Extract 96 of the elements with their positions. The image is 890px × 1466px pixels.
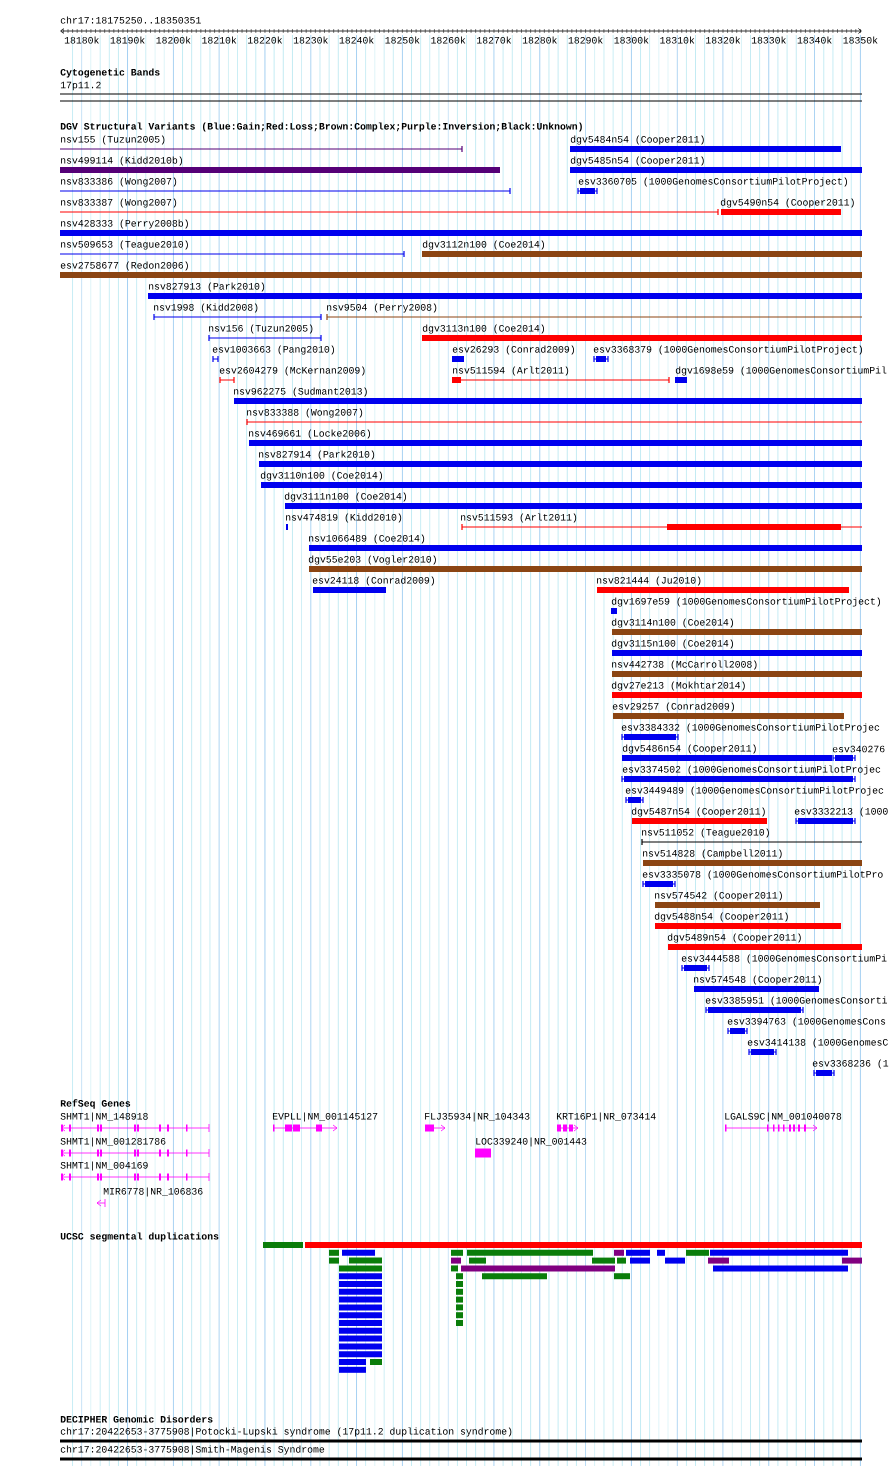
variant-label: nsv511594 (Arlt2011)	[453, 366, 569, 376]
variant-label: dgv5489n54 (Cooper2011)	[667, 933, 801, 943]
variant-label: esv3360705 (1000GenomesConsortiumPilotProject)	[578, 177, 848, 187]
tick-label: 18240k	[339, 36, 374, 44]
variant-label: nsv833388 (Wong2007)	[247, 408, 363, 418]
variant-label: esv340276	[832, 745, 885, 753]
variant-label: nsv962275 (Sudmant2013)	[234, 387, 367, 397]
variant-label: dgv27e213 (Mokhtar2014)	[611, 681, 745, 691]
variant-label: dgv3115n100 (Coe2014)	[611, 639, 734, 649]
variant-label: esv3385951 (1000GenomesConsorti	[705, 996, 887, 1006]
variant-label: nsv827914 (Park2010)	[259, 450, 375, 460]
tick-label: 18350k	[843, 36, 878, 44]
gene-label: LOC339240|NR_001443	[476, 1137, 587, 1147]
variant-label: nsv833386 (Wong2007)	[61, 177, 177, 187]
variant-label: dgv5485n54 (Cooper2011)	[570, 156, 704, 166]
gene-label: LGALS9C|NM_001040078	[725, 1112, 842, 1122]
variant-label: esv3332213 (1000	[794, 807, 888, 817]
variant-label: esv3414138 (1000GenomesC	[747, 1038, 888, 1048]
variant-label: esv3368379 (1000GenomesConsortiumPilotProject)	[593, 345, 863, 355]
tick-label: 18300k	[614, 36, 649, 44]
variant-label: nsv514828 (Campbell2011)	[643, 849, 782, 859]
tick-label: 18220k	[248, 36, 283, 44]
position-label: chr17:18175250..18350351	[60, 16, 201, 24]
variant-label: esv3384332 (1000GenomesConsortiumPilotProjec	[621, 723, 880, 733]
gene-label: EVPLL|NM_001145127	[272, 1112, 378, 1122]
tick-label: 18260k	[431, 36, 466, 44]
variant-label: esv3374502 (1000GenomesConsortiumPilotProjec	[622, 765, 881, 775]
variant-label: nsv509653 (Teague2010)	[61, 240, 188, 250]
variant-label: nsv156 (Tuzun2005)	[209, 324, 313, 334]
tick-label: 18280k	[522, 36, 557, 44]
gene-label: SHMT1|NM_001281786	[60, 1137, 166, 1147]
variant-label: esv26293 (Conrad2009)	[452, 345, 575, 355]
tick-label: 18340k	[797, 36, 832, 44]
variant-label: dgv5487n54 (Cooper2011)	[631, 807, 765, 817]
variant-label: nsv1066489 (Coe2014)	[309, 534, 425, 544]
variant-label: dgv3111n100 (Coe2014)	[284, 492, 407, 502]
gene-label: FLJ35934|NR_104343	[425, 1112, 530, 1122]
variant-label: dgv3113n100 (Coe2014)	[422, 324, 545, 334]
variant-label: esv29257 (Conrad2009)	[612, 702, 735, 712]
gene-label: SHMT1|NM_004169	[60, 1161, 148, 1171]
variant-label: dgv3114n100 (Coe2014)	[611, 618, 734, 628]
disorder-label: chr17:20422653-3775908|Potocki-Lupski syndrome (17p11.2 duplication syndrome)	[60, 1427, 512, 1437]
variant-label: esv1003663 (Pang2010)	[212, 345, 335, 355]
variant-label: esv24118 (Conrad2009)	[312, 576, 435, 586]
gene-label: SHMT1|NM_148918	[60, 1112, 148, 1122]
variant-label: nsv827913 (Park2010)	[149, 282, 265, 292]
tick-label: 18320k	[706, 36, 741, 44]
tick-label: 18270k	[477, 36, 512, 44]
variant-label: dgv1697e59 (1000GenomesConsortiumPilotProject)	[611, 597, 881, 607]
variant-label: esv3444588 (1000GenomesConsortiumPi	[681, 954, 887, 964]
variant-label: dgv5484n54 (Cooper2011)	[570, 135, 704, 145]
variant-label: nsv499114 (Kidd2010b)	[61, 156, 183, 166]
track-title: DECIPHER Genomic Disorders	[60, 1415, 213, 1423]
variant-label: nsv474819 (Kidd2010)	[286, 513, 402, 523]
variant-label: nsv428333 (Perry2008b)	[61, 219, 188, 229]
variant-label: esv3394763 (1000GenomesCons	[727, 1017, 886, 1027]
tick-label: 18230k	[293, 36, 328, 44]
variant-label: nsv833387 (Wong2007)	[61, 198, 177, 208]
variant-label: nsv469661 (Locke2006)	[249, 429, 371, 439]
variant-label: nsv574548 (Cooper2011)	[694, 975, 821, 985]
tick-label: 18250k	[385, 36, 420, 44]
variant-label: esv3449489 (1000GenomesConsortiumPilotProjec	[625, 786, 884, 796]
variant-label: dgv1698e59 (1000GenomesConsortiumPil	[675, 366, 887, 376]
variant-label: esv2758677 (Redon2006)	[60, 261, 188, 271]
variant-label: dgv3112n100 (Coe2014)	[422, 240, 545, 250]
tick-label: 18200k	[156, 36, 191, 44]
tick-label: 18330k	[751, 36, 786, 44]
variant-label: nsv574542 (Cooper2011)	[655, 891, 782, 901]
track-title: Cytogenetic Bands	[60, 68, 160, 78]
position-label: 17p11.2	[60, 81, 101, 91]
variant-label: dgv55e203 (Vogler2010)	[308, 555, 436, 565]
gene-label: KRT16P1|NR_073414	[556, 1112, 656, 1122]
variant-label: nsv511593 (Arlt2011)	[461, 513, 577, 523]
track-title: UCSC segmental duplications	[60, 1232, 219, 1242]
track-title: DGV Structural Variants (Blue:Gain;Red:Loss;Brown:Complex;Purple:Inversion;Black:Unknown)	[60, 122, 582, 132]
track-title: RefSeq Genes	[60, 1099, 131, 1109]
variant-label: nsv9504 (Perry2008)	[327, 303, 437, 313]
variant-label: dgv5486n54 (Cooper2011)	[622, 744, 756, 754]
variant-label: esv3335078 (1000GenomesConsortiumPilotPro	[642, 870, 883, 880]
tick-label: 18290k	[568, 36, 603, 44]
gene-label: MIR6778|NR_106836	[103, 1187, 203, 1197]
variant-label: esv2604279 (McKernan2009)	[219, 366, 365, 376]
variant-label: nsv1998 (Kidd2008)	[154, 303, 258, 313]
tick-label: 18310k	[660, 36, 695, 44]
variant-label: nsv511052 (Teague2010)	[642, 828, 769, 838]
variant-label: dgv3110n100 (Coe2014)	[260, 471, 383, 481]
variant-label: dgv5488n54 (Cooper2011)	[654, 912, 788, 922]
variant-label: nsv442738 (McCarroll2008)	[612, 660, 757, 670]
variant-label: nsv155 (Tuzun2005)	[61, 135, 165, 145]
disorder-label: chr17:20422653-3775908|Smith-Magenis Syndrome	[60, 1445, 325, 1455]
variant-label: dgv5490n54 (Cooper2011)	[720, 198, 854, 208]
variant-label: nsv821444 (Ju2010)	[597, 576, 701, 586]
variant-label: esv3368236 (1	[812, 1059, 889, 1069]
tick-label: 18210k	[202, 36, 237, 44]
tick-label: 18190k	[110, 36, 145, 44]
tick-label: 18180k	[64, 36, 99, 44]
